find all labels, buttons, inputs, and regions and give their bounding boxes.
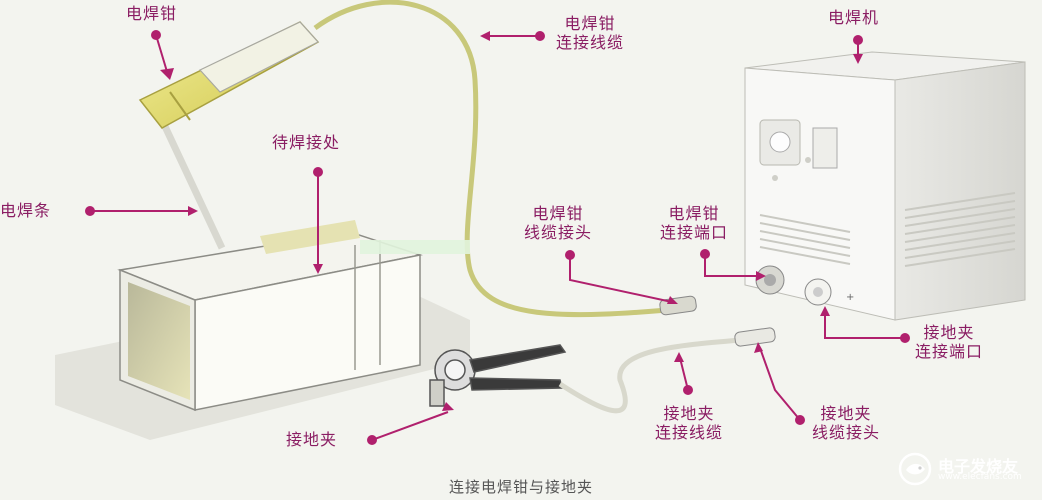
label-ground-cable-line1: 接地夹 <box>663 404 715 423</box>
holder-cable <box>313 0 691 318</box>
label-holder-cable-line2: 连接线缆 <box>556 33 625 52</box>
leader-ground-connector <box>759 347 801 421</box>
label-holder-connector: 电焊钳 线缆接头 <box>524 204 592 242</box>
label-holder-connector-line1: 电焊钳 <box>532 204 584 223</box>
watermark-title: 电子发烧友 <box>938 457 1019 476</box>
label-ground-connector-line1: 接地夹 <box>820 404 872 423</box>
leader-electrode-holder <box>155 34 169 76</box>
leader-lines <box>90 34 905 441</box>
electrode-holder <box>138 21 320 129</box>
diagram-caption: 连接电焊钳与接地夹 <box>448 478 593 496</box>
weld-seam-highlight <box>360 240 470 254</box>
label-ground-clamp: 接地夹 <box>286 430 338 449</box>
electrode-rod <box>158 118 226 250</box>
workpiece <box>117 220 423 412</box>
leader-ground-port <box>824 312 905 339</box>
leader-holder-port <box>704 254 760 277</box>
label-ground-cable-line2: 连接线缆 <box>655 423 724 442</box>
watermark-subtitle: www.elecfans.com <box>938 472 1022 482</box>
leader-holder-connector <box>569 255 673 303</box>
watermark[interactable]: 电子发烧友 www.elecfans.com <box>898 450 1038 486</box>
label-holder-cable-line1: 电焊钳 <box>564 14 616 33</box>
label-ground-connector: 接地夹 线缆接头 <box>812 404 880 442</box>
label-ground-port-line2: 连接端口 <box>915 342 984 361</box>
holder-cable-connector <box>659 295 697 316</box>
label-ground-cable: 接地夹 连接线缆 <box>655 404 723 442</box>
label-electrode: 电焊条 <box>0 201 52 220</box>
machine-vents <box>759 192 1016 267</box>
label-ground-port-line1: 接地夹 <box>923 323 975 342</box>
label-holder-cable: 电焊钳 连接线缆 <box>556 14 624 52</box>
leader-ground-cable <box>679 357 689 391</box>
label-holder-port: 电焊钳 连接端口 <box>660 204 728 242</box>
label-electrode-holder: 电焊钳 <box>126 4 178 23</box>
ground-clamp-art <box>429 344 567 407</box>
leader-ground-clamp <box>371 411 449 441</box>
svg-text:+: + <box>846 292 854 303</box>
label-weld-point: 待焊接处 <box>272 133 341 152</box>
leader-dots <box>85 30 910 445</box>
ground-cable-connector <box>734 327 776 347</box>
label-ground-port: 接地夹 连接端口 <box>915 323 983 361</box>
fish-logo-icon <box>898 452 932 486</box>
label-holder-connector-line2: 线缆接头 <box>524 223 593 242</box>
leader-arrowheads <box>160 31 863 411</box>
ground-cable <box>558 337 741 414</box>
label-welding-machine: 电焊机 <box>828 8 880 27</box>
welding-machine: + <box>744 51 1026 321</box>
label-holder-port-line1: 电焊钳 <box>668 204 720 223</box>
label-holder-port-line2: 连接端口 <box>660 223 729 242</box>
label-ground-connector-line2: 线缆接头 <box>812 423 881 442</box>
